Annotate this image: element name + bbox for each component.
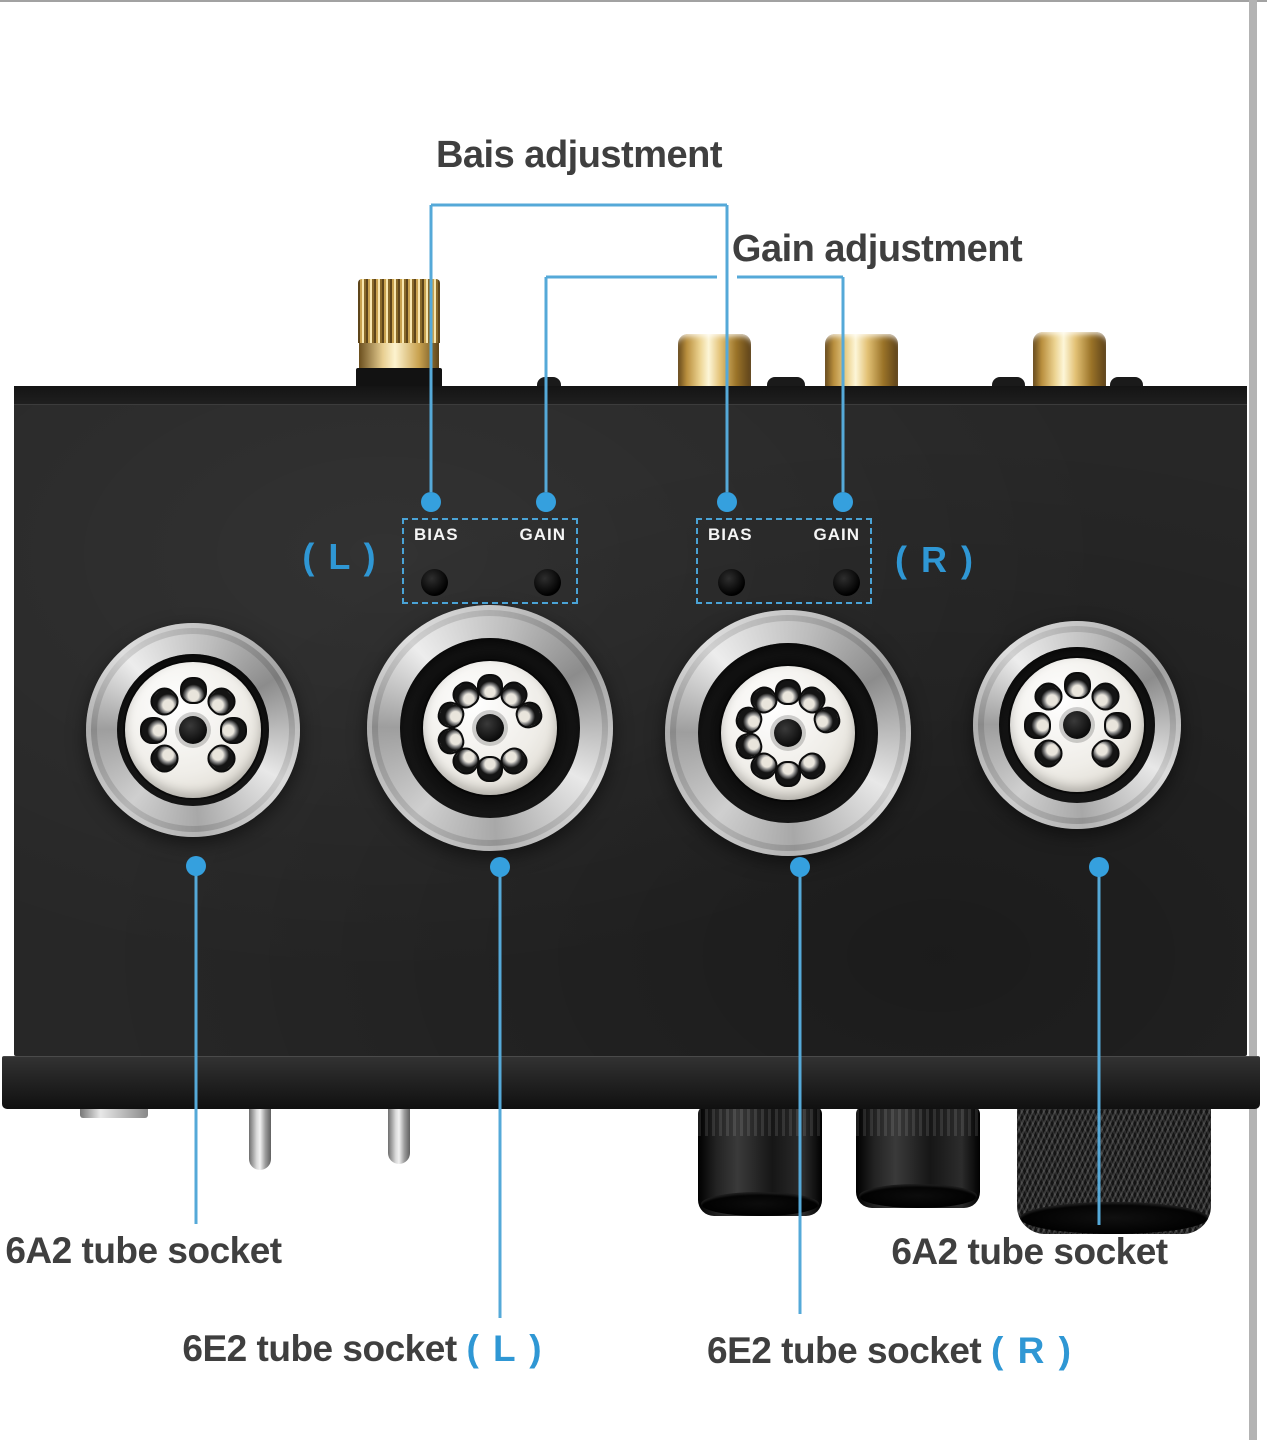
label-6e2-right-channel: ( R ) — [991, 1330, 1073, 1371]
gain-label: GAIN — [519, 525, 566, 544]
rca-jack — [1033, 332, 1106, 390]
bias-label: BIAS — [708, 525, 753, 544]
control-knob — [698, 1106, 822, 1216]
power-plug-prong — [388, 1104, 410, 1164]
bias-label: BIAS — [414, 525, 459, 544]
gain-trim-hole — [534, 569, 561, 596]
gold-potentiometer-shaft — [356, 279, 442, 390]
pin-hole — [1029, 677, 1068, 716]
pin-hole — [775, 679, 801, 705]
channel-right-label: ( R ) — [895, 539, 975, 580]
chassis-back-edge — [14, 386, 1247, 405]
bias-trim-hole — [718, 569, 745, 596]
pin-hole — [477, 674, 503, 700]
label-6e2-right-text: 6E2 tube socket — [707, 1330, 982, 1371]
label-6a2-right: 6A2 tube socket — [891, 1231, 1168, 1272]
label-6e2-left-channel: ( L ) — [466, 1328, 544, 1369]
knurled-gold-shaft — [358, 279, 440, 343]
tube-socket-6a2-left — [86, 623, 300, 837]
pin-hole — [775, 761, 801, 787]
volume-knob — [1017, 1096, 1211, 1234]
socket-center-hole — [476, 714, 504, 742]
bias-gain-panel-left: BIAS GAIN — [402, 518, 578, 604]
gold-collar — [359, 343, 439, 368]
pin-hole — [145, 682, 184, 721]
right-border-line — [1249, 0, 1257, 1440]
tube-socket-6a2-right — [973, 621, 1181, 829]
label-6e2-right: 6E2 tube socket ( R ) — [703, 1330, 1077, 1372]
socket-center-hole — [774, 719, 802, 747]
gain-trim-hole — [833, 569, 860, 596]
power-plug-prong — [249, 1104, 271, 1170]
chassis-front-rail — [2, 1056, 1260, 1109]
bias-adjustment-title: Bais adjustment — [435, 134, 723, 176]
pin-hole — [1029, 734, 1068, 773]
pin-hole — [139, 716, 167, 744]
shaft-base — [356, 368, 442, 390]
socket-center-hole — [1063, 711, 1091, 739]
label-6e2-left-text: 6E2 tube socket — [182, 1328, 457, 1369]
pin-hole — [1086, 734, 1125, 773]
label-6a2-left: 6A2 tube socket — [5, 1230, 282, 1271]
pin-hole — [202, 739, 241, 778]
socket-ceramic — [721, 666, 855, 800]
top-border-line — [0, 0, 1267, 2]
label-6e2-left: 6E2 tube socket ( L ) — [178, 1328, 548, 1370]
channel-left-label: ( L ) — [302, 536, 378, 577]
pin-hole — [1103, 711, 1131, 739]
pin-hole — [202, 682, 241, 721]
bias-gain-panel-right: BIAS GAIN — [696, 518, 872, 604]
pin-hole — [477, 756, 503, 782]
pin-hole — [1086, 677, 1125, 716]
bias-trim-hole — [421, 569, 448, 596]
rca-jack — [825, 334, 898, 390]
tube-socket-6e2-right — [665, 610, 911, 856]
rca-jack — [678, 334, 751, 390]
control-knob — [856, 1106, 980, 1208]
socket-center-hole — [179, 716, 207, 744]
pin-hole — [1023, 711, 1051, 739]
gain-adjustment-title: Gain adjustment — [731, 228, 1023, 270]
pin-hole — [219, 716, 247, 744]
tube-socket-6e2-left — [367, 605, 613, 851]
pin-hole — [145, 739, 184, 778]
pin-hole — [179, 676, 207, 704]
gain-label: GAIN — [813, 525, 860, 544]
pin-hole — [1063, 671, 1091, 699]
